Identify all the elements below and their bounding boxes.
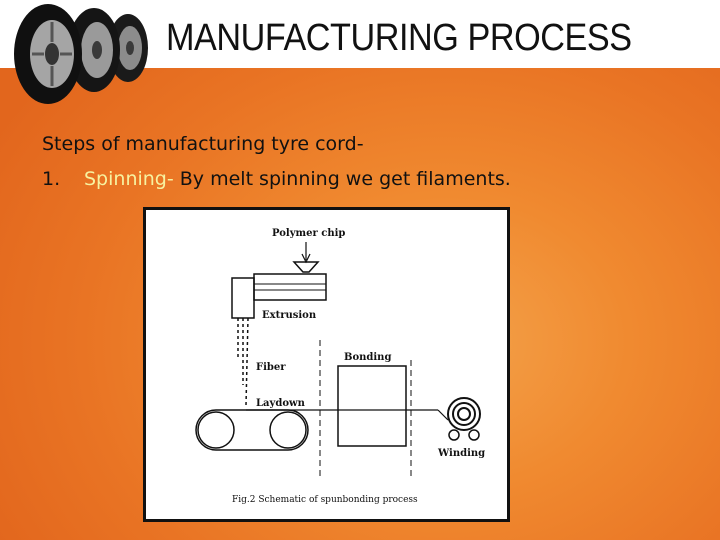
extruder-barrel (253, 273, 327, 301)
tyre-icon (68, 8, 120, 92)
label-winding: Winding (437, 448, 485, 459)
label-fiber: Fiber (256, 362, 286, 373)
spunbonding-schematic: Polymer chip Extrusion Fiber Bonding Lay… (143, 207, 510, 522)
bonding-unit (337, 365, 407, 447)
figure-caption: Fig.2 Schematic of spunbonding process (232, 495, 418, 505)
intro-text: Steps of manufacturing tyre cord- (42, 133, 364, 155)
extruder-head (231, 277, 255, 319)
conveyor-belt (195, 409, 309, 451)
tyre-icon (14, 4, 82, 104)
tyres-image (14, 4, 148, 104)
label-extrusion: Extrusion (262, 310, 317, 321)
schematic-drawing: Polymer chip Extrusion Fiber Bonding Lay… (195, 228, 485, 505)
step-term: Spinning- (84, 168, 174, 190)
hopper-shape (292, 261, 320, 273)
step-item: 1. Spinning- By melt spinning we get fila… (42, 168, 511, 190)
label-bonding: Bonding (344, 352, 391, 363)
winding-roll (447, 397, 481, 431)
step-text: By melt spinning we get filaments. (173, 168, 511, 190)
step-number: 1. (42, 168, 61, 190)
label-laydown: Laydown (256, 398, 306, 409)
label-polymer-chip: Polymer chip (272, 228, 345, 239)
slide-title: MANUFACTURING PROCESS (166, 17, 632, 59)
